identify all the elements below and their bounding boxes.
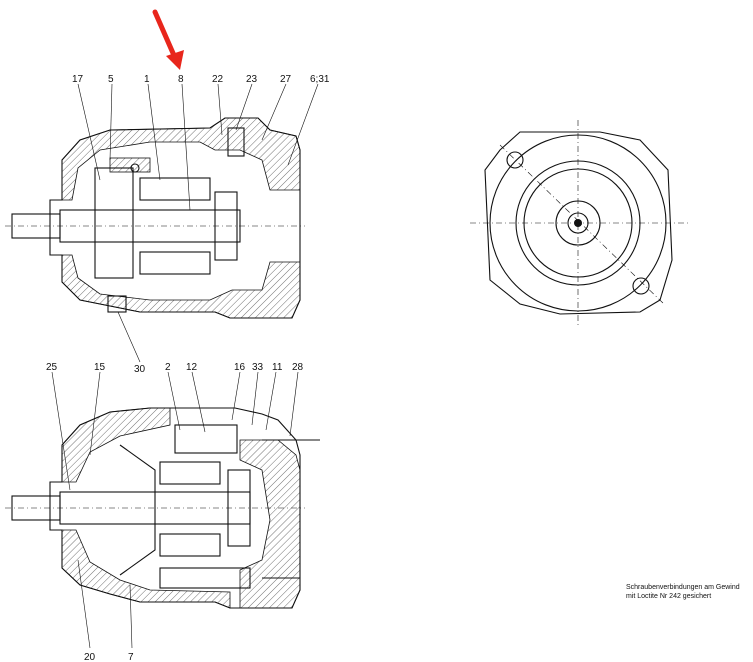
top-piston-lower — [139, 251, 211, 275]
top-valve-plate — [214, 191, 238, 261]
label-16: 16 — [234, 362, 246, 373]
leader-lines — [51, 83, 319, 649]
label-1: 1 — [144, 74, 150, 85]
red-arrow-icon — [152, 9, 184, 70]
bottom-housing-wall-lower — [61, 529, 231, 609]
bottom-housing-wall-upper — [61, 407, 171, 483]
top-port-plug — [227, 127, 245, 157]
bottom-piston-upper — [159, 461, 221, 485]
label-22: 22 — [212, 74, 224, 85]
label-12: 12 — [186, 362, 198, 373]
bottom-spring-piston — [159, 567, 251, 589]
end-view-bolt-hole-left — [506, 151, 524, 169]
end-view-diag-axis — [499, 144, 666, 306]
label-33: 33 — [252, 362, 264, 373]
end-view-bolt-hole-right — [632, 277, 650, 295]
label-28: 28 — [292, 362, 304, 373]
bottom-labels: 25 15 2 12 16 33 11 28 20 7 — [46, 362, 304, 662]
top-piston-upper — [139, 177, 211, 201]
top-housing-wall-lower — [61, 254, 301, 319]
label-27: 27 — [280, 74, 292, 85]
note-line-2: mit Loctite Nr 242 gesichert — [626, 593, 712, 600]
note-line-1: Schraubenverbindungen am Gewind — [626, 584, 740, 591]
bottom-piston-lower — [159, 533, 221, 557]
label-5: 5 — [108, 74, 114, 85]
label-7: 7 — [128, 652, 134, 662]
top-housing-wall-upper — [61, 117, 301, 201]
top-swash-block — [94, 167, 134, 279]
label-2: 2 — [165, 362, 171, 373]
label-17: 17 — [72, 74, 84, 85]
label-23: 23 — [246, 74, 258, 85]
bottom-swash-plate — [119, 444, 156, 576]
label-20: 20 — [84, 652, 96, 662]
label-25: 25 — [46, 362, 58, 373]
label-30: 30 — [134, 364, 146, 375]
top-labels: 17 5 1 8 22 23 27 6;31 30 — [72, 74, 330, 375]
bottom-housing-wall-right — [239, 439, 301, 609]
label-6-31: 6;31 — [310, 74, 330, 85]
label-8: 8 — [178, 74, 184, 85]
top-section-view — [5, 117, 305, 319]
top-ball — [130, 163, 140, 173]
end-view — [470, 120, 690, 326]
top-bearing — [109, 157, 151, 173]
label-11: 11 — [272, 362, 283, 373]
loctite-note: Schraubenverbindungen am Gewind mit Loct… — [626, 583, 740, 601]
bottom-section-view — [5, 407, 320, 609]
top-drain-plug — [107, 295, 127, 313]
bottom-control-piston — [174, 424, 238, 454]
bottom-valve-plate — [227, 469, 251, 547]
label-15: 15 — [94, 362, 106, 373]
